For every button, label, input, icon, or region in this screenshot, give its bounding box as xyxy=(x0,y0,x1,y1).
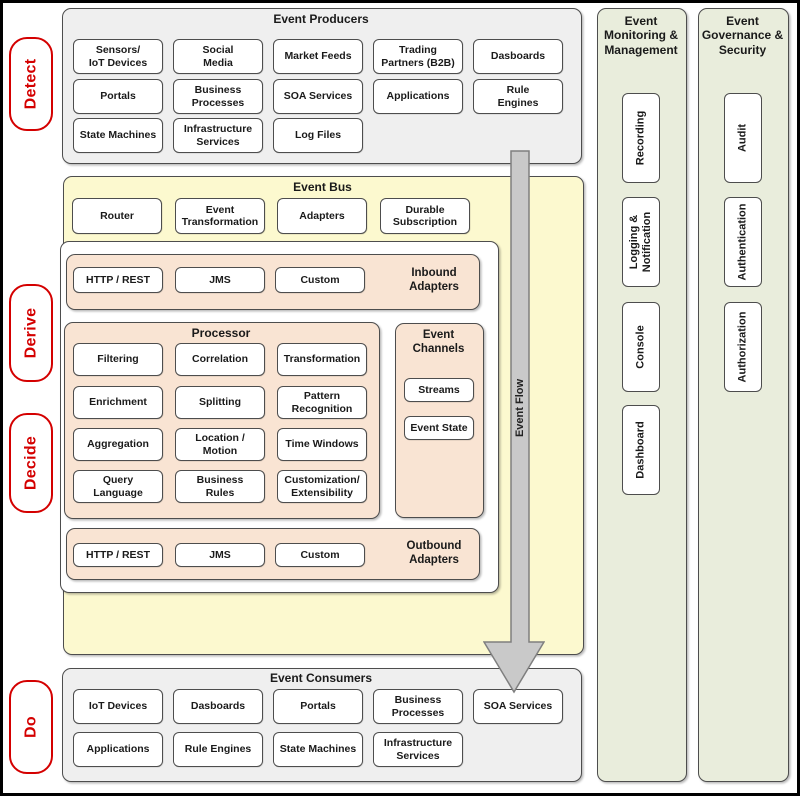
outbound-adapter-item: HTTP / REST xyxy=(73,543,163,567)
consumer-item: Infrastructure Services xyxy=(373,732,463,767)
event-consumers-title: Event Consumers xyxy=(269,671,373,685)
phase-derive-label: Derive xyxy=(22,307,40,359)
inbound-adapters-label: Inbound Adapters xyxy=(409,267,459,294)
phase-do: Do xyxy=(9,680,53,774)
consumer-item: State Machines xyxy=(273,732,363,767)
processor-item: Transformation xyxy=(277,343,367,376)
producer-item: Business Processes xyxy=(173,79,263,114)
producer-item: Social Media xyxy=(173,39,263,74)
processor-item: Location / Motion xyxy=(175,428,265,461)
processor-item: Pattern Recognition xyxy=(277,386,367,419)
governance-item: Audit xyxy=(724,93,762,183)
monitoring-title: Event Monitoring & Management xyxy=(604,14,678,57)
governance-title: Event Governance & Security xyxy=(701,14,784,57)
outbound-adapter-item: Custom xyxy=(275,543,365,567)
producer-item: Market Feeds xyxy=(273,39,363,74)
governance-item: Authorization xyxy=(724,302,762,392)
processor-item: Aggregation xyxy=(73,428,163,461)
monitoring-item: Console xyxy=(622,302,660,392)
producer-item: Log Files xyxy=(273,118,363,153)
processor-item: Correlation xyxy=(175,343,265,376)
phase-detect: Detect xyxy=(9,37,53,131)
phase-do-label: Do xyxy=(22,716,40,738)
event-bus-item: Event Transformation xyxy=(175,198,265,234)
producer-item: State Machines xyxy=(73,118,163,153)
producer-item: Rule Engines xyxy=(473,79,563,114)
monitoring-item: Dashboard xyxy=(622,405,660,495)
governance-item: Authentication xyxy=(724,197,762,287)
event-flow-arrow xyxy=(483,150,545,694)
processor-item: Customization/ Extensibility xyxy=(277,470,367,503)
phase-decide: Decide xyxy=(9,413,53,513)
event-bus-title: Event Bus xyxy=(293,180,352,194)
inbound-adapter-item: HTTP / REST xyxy=(73,267,163,293)
inbound-adapter-item: JMS xyxy=(175,267,265,293)
processor-title: Processor xyxy=(191,326,251,340)
outbound-adapters-label: Outbound Adapters xyxy=(406,540,462,567)
event-flow-label: Event Flow xyxy=(514,378,526,438)
phase-derive: Derive xyxy=(9,284,53,382)
event-bus-item: Durable Subscription xyxy=(380,198,470,234)
monitoring-item: Logging & Notification xyxy=(622,197,660,287)
producer-item: Sensors/ IoT Devices xyxy=(73,39,163,74)
consumer-item: Applications xyxy=(73,732,163,767)
producer-item: Portals xyxy=(73,79,163,114)
producer-item: Trading Partners (B2B) xyxy=(373,39,463,74)
processor-item: Filtering xyxy=(73,343,163,376)
processor-item: Splitting xyxy=(175,386,265,419)
event-channels-title: Event Channels xyxy=(412,329,465,355)
processor-item: Time Windows xyxy=(277,428,367,461)
outbound-adapter-item: JMS xyxy=(175,543,265,567)
consumer-item: SOA Services xyxy=(473,689,563,724)
producer-item: Infrastructure Services xyxy=(173,118,263,153)
phase-decide-label: Decide xyxy=(22,435,40,491)
event-channel-item: Event State xyxy=(404,416,474,440)
inbound-adapter-item: Custom xyxy=(275,267,365,293)
processor-item: Query Language xyxy=(73,470,163,503)
producer-item: Applications xyxy=(373,79,463,114)
processor-item: Business Rules xyxy=(175,470,265,503)
consumer-item: Portals xyxy=(273,689,363,724)
consumer-item: Business Processes xyxy=(373,689,463,724)
producer-item: SOA Services xyxy=(273,79,363,114)
producer-item: Dasboards xyxy=(473,39,563,74)
event-channel-item: Streams xyxy=(404,378,474,402)
event-bus-item: Router xyxy=(72,198,162,234)
consumer-item: Rule Engines xyxy=(173,732,263,767)
event-bus-item: Adapters xyxy=(277,198,367,234)
monitoring-item: Recording xyxy=(622,93,660,183)
phase-detect-label: Detect xyxy=(22,58,40,110)
consumer-item: Dasboards xyxy=(173,689,263,724)
event-producers-title: Event Producers xyxy=(273,12,369,26)
processor-item: Enrichment xyxy=(73,386,163,419)
consumer-item: IoT Devices xyxy=(73,689,163,724)
